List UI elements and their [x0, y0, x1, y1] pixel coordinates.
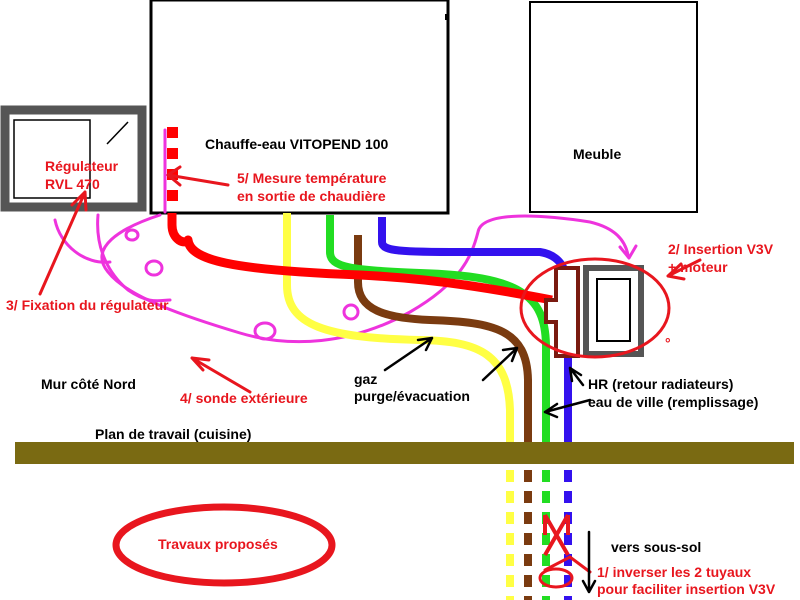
fixation-label: 3/ Fixation du régulateur	[6, 297, 169, 313]
invert-cross	[543, 514, 570, 556]
wire-loop-1	[144, 259, 164, 277]
drain-arrow	[481, 346, 519, 382]
temp-label-line1: 5/ Mesure température	[237, 170, 387, 186]
wire-loop-4	[124, 228, 140, 242]
sensor-wires	[53, 128, 638, 344]
regulator-screen	[13, 119, 91, 199]
red-arrows	[38, 165, 702, 574]
invert-label-line1: 1/ inverser les 2 tuyaux	[597, 564, 751, 580]
gas-label: gaz	[354, 371, 377, 387]
gas-arrow	[383, 336, 434, 372]
worktop-label: Plan de travail (cuisine)	[95, 426, 251, 442]
boiler-box	[149, 0, 450, 215]
wire-loop-3	[342, 303, 360, 321]
wire-loop-2	[253, 321, 277, 341]
boiler-label: Chauffe-eau VITOPEND 100	[205, 136, 389, 152]
invert-label-line2: pour faciliter insertion V3V	[597, 581, 776, 597]
red-dash-1	[167, 127, 178, 138]
sensor-label: 4/ sonde extérieure	[180, 390, 308, 406]
regulator-wire-loop	[53, 218, 112, 264]
black-arrows	[383, 336, 597, 594]
temp-arrow	[166, 165, 230, 187]
regulator-label-line2: RVL 470	[45, 176, 100, 192]
valve-highlight-ellipse	[519, 257, 671, 359]
worktop-bar	[15, 442, 794, 464]
pipe-return	[378, 217, 572, 442]
return-arrow	[568, 366, 585, 387]
city-water-arrow	[543, 398, 592, 419]
outdoor-sensor-wire	[96, 213, 172, 303]
v3v-label-line2: + moteur	[668, 259, 728, 275]
red-dash-2	[167, 148, 178, 159]
pipe-heating-out	[167, 213, 553, 305]
return-label: HR (retour radiateurs)	[588, 376, 733, 392]
proposed-work-ellipse	[112, 503, 336, 587]
small-mark: °	[665, 335, 671, 351]
furniture-box	[529, 1, 698, 213]
regulator-dial-mark	[106, 121, 129, 145]
v3v-label-line1: 2/ Insertion V3V	[668, 241, 774, 257]
basement-label: vers sous-sol	[611, 539, 701, 555]
valve-motor-inner	[596, 278, 631, 342]
valve-body	[544, 266, 580, 358]
furniture-label: Meuble	[573, 146, 621, 162]
drain-label: purge/évacuation	[354, 388, 470, 404]
three-way-valve	[519, 257, 671, 359]
valve-wire	[100, 213, 630, 344]
north-wall-label: Mur côté Nord	[41, 376, 136, 392]
pipes	[167, 213, 572, 442]
valve-wire-arrowhead	[618, 244, 638, 260]
red-dash-4	[167, 190, 178, 201]
temp-label-line2: en sortie de chaudière	[237, 188, 386, 204]
invert-arrow-head	[538, 514, 574, 589]
v3v-arrow	[666, 258, 702, 281]
fixation-arrow	[38, 190, 88, 296]
sensor-arrow	[190, 356, 252, 394]
regulator-label-line1: Régulateur	[45, 158, 119, 174]
invert-circle	[538, 567, 574, 589]
city-water-label: eau de ville (remplissage)	[588, 394, 758, 410]
pipe-city-water	[326, 215, 550, 442]
regulator-frame	[0, 105, 147, 212]
basement-arrow	[581, 530, 597, 594]
invert-arrow-line	[543, 555, 592, 574]
pipe-drain	[354, 235, 532, 442]
proposed-work-label: Travaux proposés	[158, 536, 278, 552]
